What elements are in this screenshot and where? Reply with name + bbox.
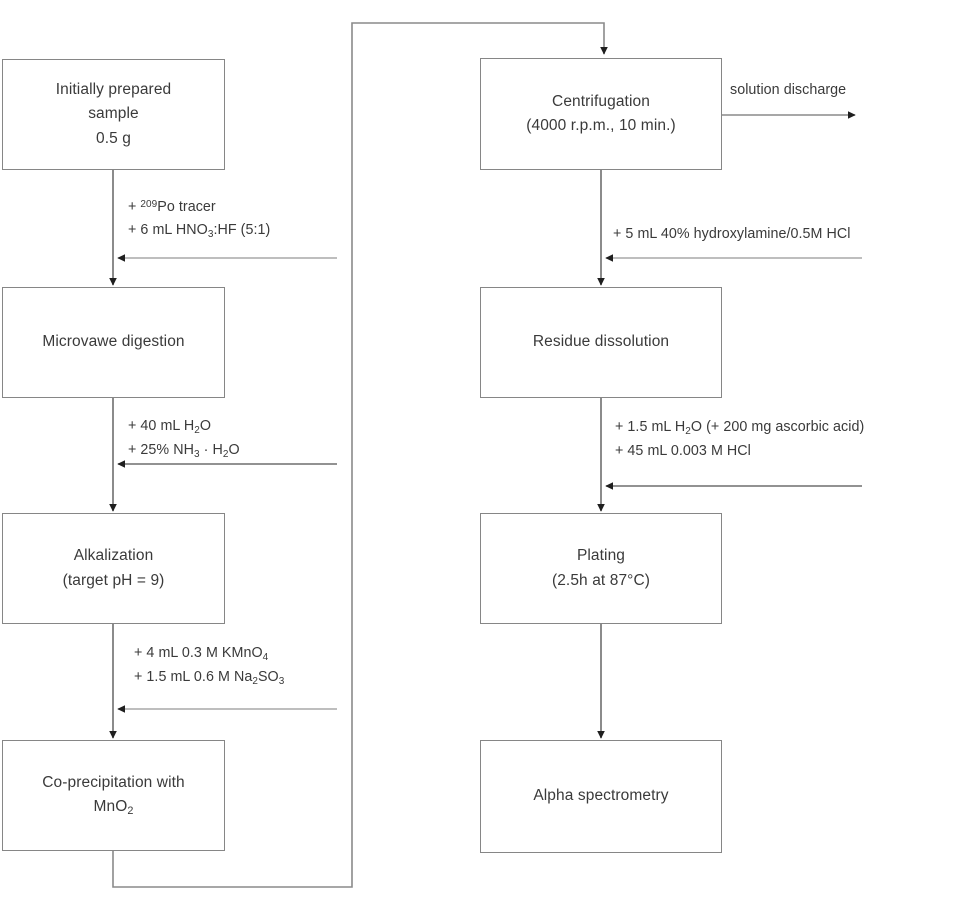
node-line: Initially prepared: [55, 81, 172, 99]
node-line: (2.5h at 87°C): [551, 571, 651, 589]
node-text: Co-precipitation with MnO2: [34, 771, 193, 820]
reagent-line-ascorbic: + 1.5 mL H2O (+ 200 mg ascorbic acid): [615, 419, 865, 437]
centrifugation[interactable]: Centrifugation (4000 r.p.m., 10 min.): [480, 58, 722, 170]
node-line: Plating: [576, 547, 626, 565]
node-text: Microvawe digestion: [34, 330, 192, 354]
node-text: Alpha spectrometry: [525, 784, 676, 808]
reagent-line-ammonia: + 25% NH3 · H2O: [128, 442, 240, 460]
reagent-line-na2so3: + 1.5 mL 0.6 M Na2SO3: [134, 669, 285, 687]
node-line: (4000 r.p.m., 10 min.): [526, 117, 676, 134]
node-line: Alpha spectrometry: [533, 787, 669, 805]
reagent-label-hydroxylamine: + 5 mL 40% hydroxylamine/0.5M HCl: [613, 223, 851, 246]
node-line: sample: [88, 105, 139, 123]
co-precipitation-with-mno2[interactable]: Co-precipitation with MnO2: [2, 740, 225, 851]
node-line: Centrifugation: [552, 92, 650, 110]
node-text: Centrifugation (4000 r.p.m., 10 min.): [518, 90, 684, 138]
output-line-solution-discharge: solution discharge: [730, 82, 847, 98]
plating[interactable]: Plating (2.5h at 87°C): [480, 513, 722, 624]
node-text: Alkalization (target pH = 9): [55, 544, 173, 592]
reagent-line-water: + 40 mL H2O: [128, 418, 212, 436]
reagent-line-hydroxylamine: + 5 mL 40% hydroxylamine/0.5M HCl: [613, 226, 851, 242]
reagent-line-hcl: + 45 mL 0.003 M HCl: [615, 443, 751, 460]
reagent-line-kmno4: + 4 mL 0.3 M KMnO4: [134, 645, 269, 663]
residue-dissolution[interactable]: Residue dissolution: [480, 287, 722, 398]
microwave-digestion[interactable]: Microvawe digestion: [2, 287, 225, 398]
output-label-solution-discharge: solution discharge: [730, 79, 846, 102]
node-line: 0.5 g: [96, 129, 131, 147]
node-text: Residue dissolution: [525, 330, 677, 354]
node-line: Residue dissolution: [532, 333, 670, 351]
alpha-spectrometry[interactable]: Alpha spectrometry: [480, 740, 722, 853]
reagent-line-po-tracer: + 209Po tracer: [128, 198, 216, 215]
reagent-label-kmno4-na2so3: + 4 mL 0.3 M KMnO4 + 1.5 mL 0.6 M Na2SO3: [134, 642, 284, 690]
node-line: Microvawe digestion: [42, 333, 185, 351]
reagent-label-water-ammonia: + 40 mL H2O + 25% NH3 · H2O: [128, 415, 240, 463]
node-text: Plating (2.5h at 87°C): [544, 544, 658, 592]
node-line: Co-precipitation with: [42, 774, 185, 792]
reagent-label-ascorbic-acid-hcl: + 1.5 mL H2O (+ 200 mg ascorbic acid) + …: [615, 416, 864, 463]
node-line-formula: MnO2: [93, 798, 134, 818]
node-line: (target pH = 9): [62, 571, 165, 589]
reagent-label-po-tracer: + 209Po tracer + 6 mL HNO3:HF (5:1): [128, 196, 270, 243]
reagent-line-hno3-hf: + 6 mL HNO3:HF (5:1): [128, 222, 271, 240]
node-line: Alkalization: [73, 547, 154, 565]
alkalization[interactable]: Alkalization (target pH = 9): [2, 513, 225, 624]
node-text: Initially prepared sample 0.5 g: [48, 78, 180, 150]
initially-prepared-sample[interactable]: Initially prepared sample 0.5 g: [2, 59, 225, 170]
